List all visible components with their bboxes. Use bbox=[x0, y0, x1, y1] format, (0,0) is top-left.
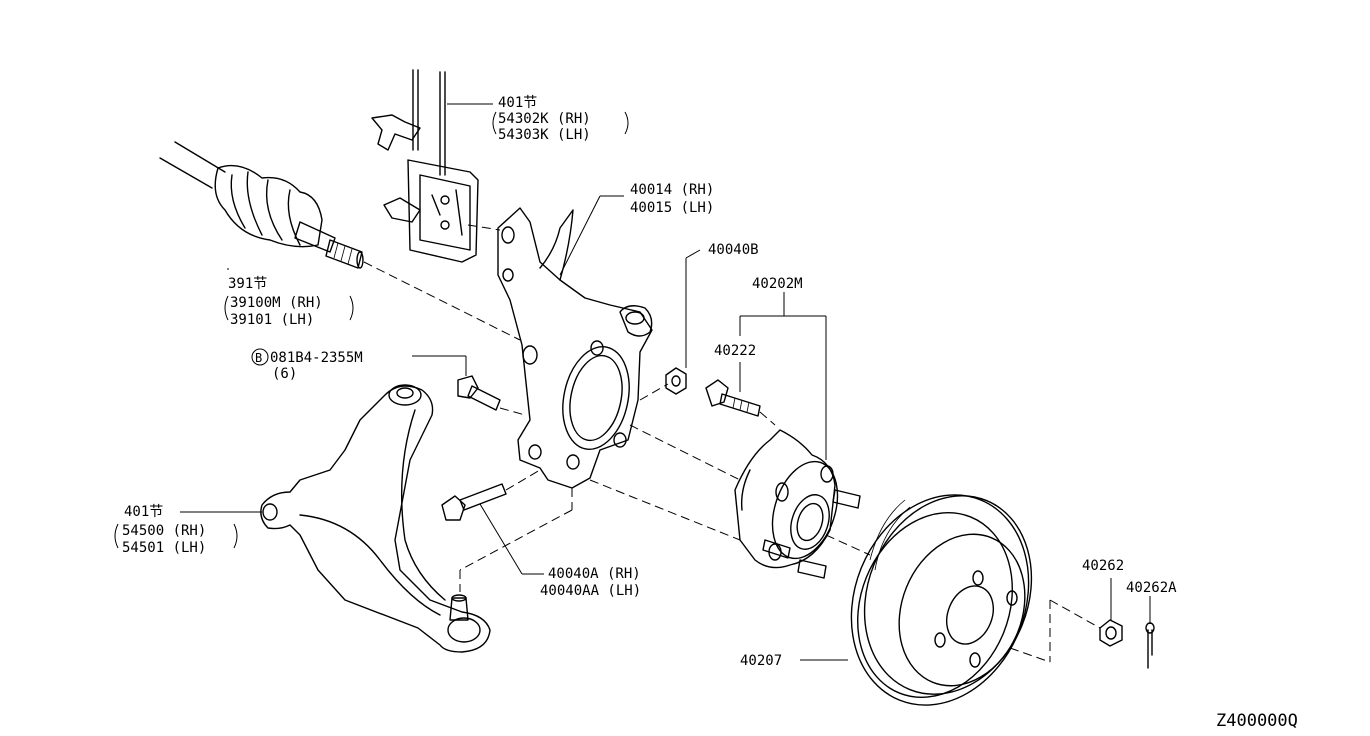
callout-driveshaft-ref: 391节 bbox=[228, 276, 267, 292]
callout-arm-ref: 401节 bbox=[124, 504, 163, 520]
callout-rotor: 40207 bbox=[740, 653, 782, 669]
callout-bolt-a-rh: 40040A (RH) bbox=[548, 566, 641, 582]
steering-knuckle bbox=[497, 207, 653, 489]
drawing-code: Z400000Q bbox=[1216, 711, 1298, 731]
assembly-dash-lines bbox=[363, 224, 1101, 663]
drive-shaft bbox=[159, 141, 364, 269]
wheel-nut-40262 bbox=[1099, 619, 1123, 647]
callout-bolt-b-qty: (6) bbox=[272, 366, 297, 382]
callout-strut-rh: 54302K (RH) bbox=[498, 111, 591, 127]
cotter-pin-40262a bbox=[1145, 622, 1155, 669]
lower-control-arm bbox=[260, 384, 491, 653]
leader-lines bbox=[180, 103, 1151, 661]
callout-arm-lh: 54501 (LH) bbox=[122, 540, 206, 556]
callout-bolt-a-lh: 40040AA (LH) bbox=[540, 583, 641, 599]
callout-knuckle-rh: 40014 (RH) bbox=[630, 182, 714, 198]
strut-assembly bbox=[371, 69, 479, 263]
brake-rotor bbox=[850, 494, 1033, 706]
callout-cotter-pin: 40262A bbox=[1126, 580, 1177, 596]
callout-driveshaft-rh: 39100M (RH) bbox=[230, 295, 323, 311]
callout-hub-assy: 40202M bbox=[752, 276, 803, 292]
callout-arm-rh: 54500 (RH) bbox=[122, 523, 206, 539]
hub-bolt-40222 bbox=[705, 379, 761, 417]
callout-driveshaft-lh: 39101 (LH) bbox=[230, 312, 314, 328]
callout-knuckle-lh: 40015 (LH) bbox=[630, 200, 714, 216]
bolt-081b4 bbox=[457, 375, 501, 411]
callout-nut-40040b: 40040B bbox=[708, 242, 759, 258]
nut-40040b bbox=[665, 367, 687, 395]
callout-strut-lh: 54303K (LH) bbox=[498, 127, 591, 143]
callout-bolt-b-symbol: B bbox=[255, 351, 262, 365]
hub-assembly bbox=[734, 429, 861, 579]
callout-bolt-b-part: 081B4-2355M bbox=[270, 350, 363, 366]
callout-wheel-nut: 40262 bbox=[1082, 558, 1124, 574]
callout-hub-bolt: 40222 bbox=[714, 343, 756, 359]
callout-b-circle bbox=[251, 348, 269, 366]
callouts: 401节 54302K (RH) 54303K (LH) 40014 (RH) … bbox=[114, 95, 1298, 731]
callout-strut-ref: 401节 bbox=[498, 95, 537, 111]
bolt-40040a bbox=[441, 483, 507, 521]
